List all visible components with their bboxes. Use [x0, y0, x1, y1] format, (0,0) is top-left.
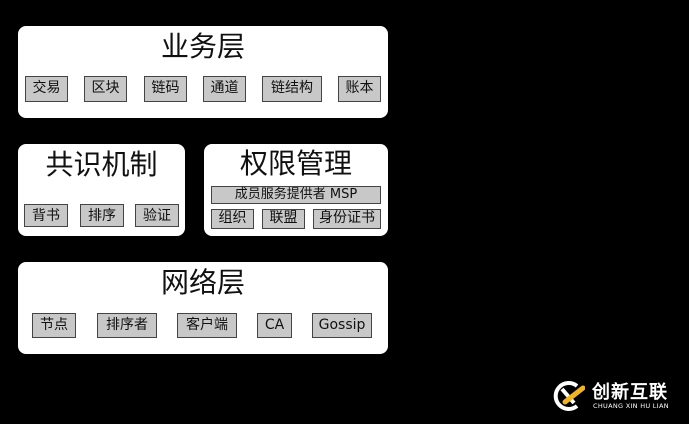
tag-order: 排序: [80, 204, 124, 227]
business-layer-panel: 业务层 交易 区块 链码 通道 链结构 账本: [18, 26, 388, 118]
permission-panel: 权限管理 成员服务提供者 MSP 组织 联盟 身份证书: [204, 144, 388, 236]
logo-mark-icon: [553, 381, 585, 411]
tag-client: 客户端: [177, 313, 237, 338]
tag-endorse: 背书: [24, 204, 68, 227]
consensus-panel: 共识机制 背书 排序 验证: [18, 144, 185, 236]
brand-logo: 创新互联 CHUANG XIN HU LIAN: [553, 376, 683, 416]
consensus-title: 共识机制: [45, 148, 158, 181]
logo-subtitle: CHUANG XIN HU LIAN: [593, 402, 669, 410]
tag-ca: CA: [257, 313, 292, 338]
tag-chaincode: 链码: [144, 76, 187, 102]
tag-ledger: 账本: [338, 76, 381, 102]
network-layer-panel: 网络层 节点 排序者 客户端 CA Gossip: [18, 262, 388, 354]
tag-gossip: Gossip: [312, 313, 372, 338]
permission-title: 权限管理: [239, 147, 352, 180]
tag-organization: 组织: [211, 209, 254, 229]
msp-bar: 成员服务提供者 MSP: [211, 186, 381, 204]
tag-orderer: 排序者: [97, 313, 157, 338]
network-layer-title: 网络层: [160, 266, 245, 299]
tag-validate: 验证: [135, 204, 179, 227]
tag-block: 区块: [84, 76, 127, 102]
business-layer-title: 业务层: [160, 30, 245, 63]
tag-consortium: 联盟: [262, 209, 305, 229]
tag-channel: 通道: [203, 76, 246, 102]
tag-node: 节点: [32, 313, 76, 338]
tag-chain-structure: 链结构: [262, 76, 322, 102]
tag-identity-cert: 身份证书: [313, 209, 381, 229]
tag-transaction: 交易: [25, 76, 68, 102]
logo-name: 创新互联: [592, 382, 668, 403]
